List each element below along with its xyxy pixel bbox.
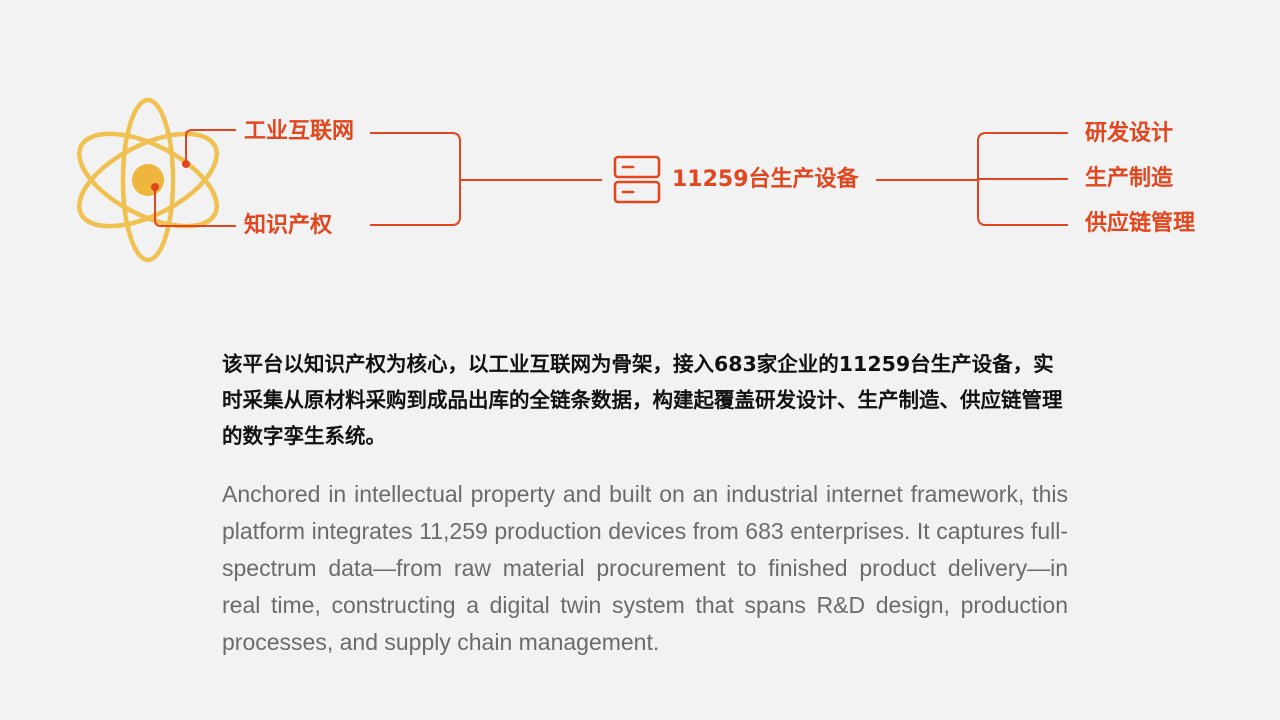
chinese-description: 该平台以知识产权为核心，以工业互联网为骨架，接入683家企业的11259台生产设…	[222, 352, 1063, 448]
connector-dot	[182, 160, 190, 168]
input-label-intellectual-property: 知识产权	[244, 213, 333, 238]
right-bracket	[876, 132, 1068, 226]
input-label-industrial-internet: 工业互联网	[244, 119, 355, 144]
connector-dot	[151, 183, 159, 191]
atom-icon	[77, 97, 219, 263]
center-label-devices: 11259台生产设备	[672, 167, 859, 192]
flow-diagram: 工业互联网 知识产权 11259台生产设备 研发设计 生产制造 供应链管理	[0, 0, 1280, 300]
output-label-manufacturing: 生产制造	[1085, 166, 1174, 191]
output-label-rd-design: 研发设计	[1085, 121, 1174, 146]
output-label-supply-chain: 供应链管理	[1085, 211, 1196, 236]
input-connectors	[154, 129, 236, 227]
english-description: Anchored in intellectual property and bu…	[222, 481, 1068, 655]
left-bracket	[370, 132, 602, 226]
server-icon	[613, 155, 661, 204]
diagram-canvas	[77, 97, 1068, 263]
